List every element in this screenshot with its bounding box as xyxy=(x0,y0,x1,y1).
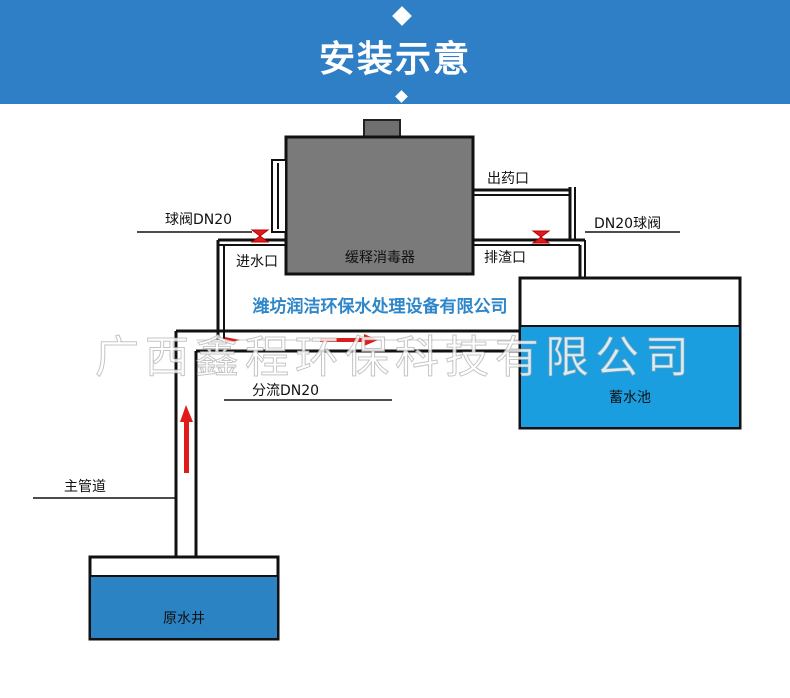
disinfector-label: 缓释消毒器 xyxy=(345,250,415,266)
arrow-right-icon xyxy=(364,334,378,346)
storage-tank-water xyxy=(521,326,739,427)
valve-right-label: DN20球阀 xyxy=(594,216,661,232)
outlet-label: 出药口 xyxy=(487,171,529,187)
main-pipe-label: 主管道 xyxy=(64,479,106,495)
page-title: 安装示意 xyxy=(318,38,471,80)
disinfector-lid xyxy=(363,119,401,139)
well-label: 原水井 xyxy=(163,611,205,627)
header-banner: 安装示意 xyxy=(0,0,790,104)
tank-label: 蓄水池 xyxy=(609,390,651,406)
drain-label: 排渣口 xyxy=(484,250,526,266)
disinfector-box xyxy=(284,135,475,276)
valve-left-icon xyxy=(250,229,270,243)
branch-label: 分流DN20 xyxy=(252,383,319,399)
arrow-right-icon-small xyxy=(225,337,240,343)
flow-arrow-vertical xyxy=(184,418,189,473)
arrow-up-icon xyxy=(180,405,193,422)
valve-left-label: 球阀DN20 xyxy=(165,212,232,228)
inlet-label: 进水口 xyxy=(236,254,278,270)
valve-right-icon xyxy=(531,230,551,244)
source-well-water xyxy=(91,576,277,638)
watermark-text: 广西鑫程环保科技有限公司 xyxy=(95,332,695,383)
flow-arrow-horizontal xyxy=(320,338,366,342)
company-name: 潍坊润洁环保水处理设备有限公司 xyxy=(253,296,508,317)
